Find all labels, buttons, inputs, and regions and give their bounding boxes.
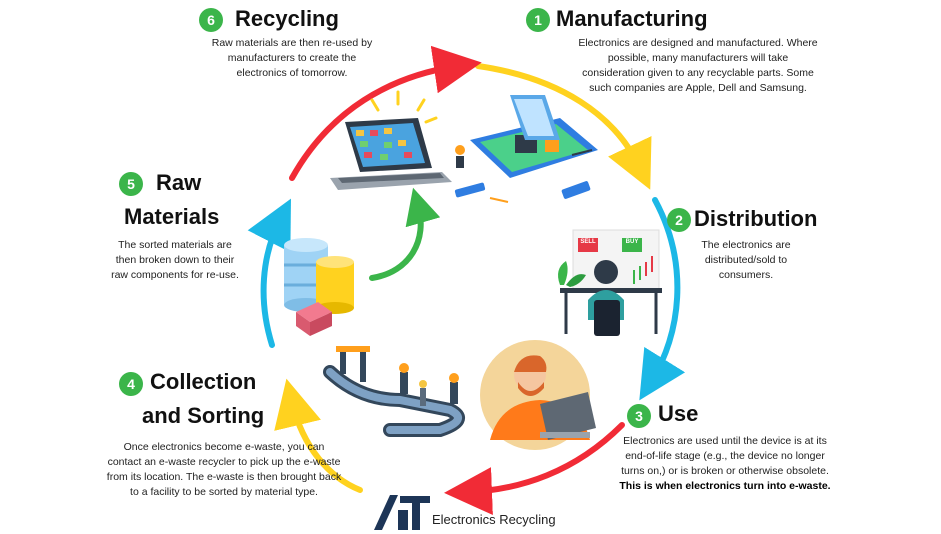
step-2-title: Distribution	[694, 206, 818, 231]
step-3-title: Use	[658, 401, 699, 426]
step-4-badge: 4	[119, 372, 143, 396]
arrow-distribution-to-use	[639, 197, 686, 401]
step-5-title-line1: Raw	[156, 170, 202, 195]
use-illustration	[480, 340, 596, 450]
logo-mark-icon	[374, 495, 430, 530]
step-1-badge: 1	[526, 8, 550, 32]
manufacturing-illustration	[454, 95, 598, 203]
logo-text: Electronics Recycling	[432, 512, 556, 527]
arrow-collection-to-sorting	[274, 378, 363, 493]
step-4-title-line2: and Sorting	[142, 403, 265, 428]
step-6-title: Recycling	[235, 6, 339, 31]
collection-illustration	[323, 346, 465, 437]
step-1-title: Manufacturing	[556, 6, 708, 31]
step-4-title-line1: Collection	[150, 369, 257, 394]
raw-materials-illustration	[284, 238, 354, 336]
step-1-description: Electronics are designed and manufacture…	[578, 37, 818, 94]
step-2-description: The electronics are distributed/sold to …	[701, 239, 791, 281]
step-3-badge: 3	[627, 404, 651, 428]
step-5-description: The sorted materials are then broken dow…	[111, 239, 239, 281]
arrow-sorting-to-raw	[247, 198, 291, 348]
step-6-badge: 6	[199, 8, 223, 32]
distribution-illustration	[558, 229, 662, 336]
sell-label: SELL	[580, 239, 596, 245]
step-5-title-line2: Materials	[124, 204, 220, 229]
buy-label: BUY	[625, 239, 639, 245]
step-2-badge: 2	[667, 208, 691, 232]
arrow-raw-to-laptop	[369, 187, 441, 281]
step-3-description: Electronics are used until the device is…	[619, 435, 831, 492]
arrow-use-to-collection	[444, 422, 625, 516]
recycling-laptop-illustration	[330, 90, 452, 190]
step-6-description: Raw materials are then re-used by manufa…	[211, 37, 373, 79]
step-4-description: Once electronics become e-waste, you can…	[106, 441, 342, 498]
step-5-badge: 5	[119, 172, 143, 196]
arrow-raw-to-recycling	[289, 45, 482, 181]
arrow-manufacturing-to-distribution	[475, 63, 652, 190]
